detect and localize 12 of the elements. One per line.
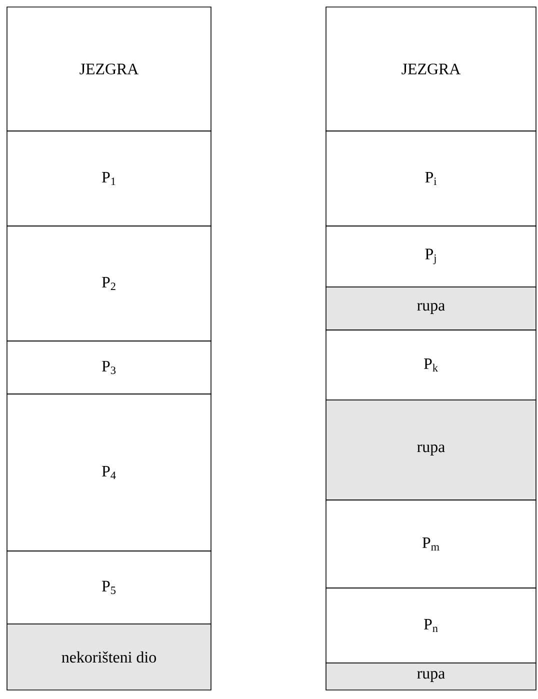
memory-block: P$_{2}$ <box>6 226 212 342</box>
memory-block: P$_{i}$ <box>326 130 536 226</box>
free-block: rupa <box>326 662 536 690</box>
memory-block: P$_{m}$ <box>326 500 536 588</box>
free-block: nekorišteni dio <box>6 624 212 690</box>
memory-block: P$_{3}$ <box>6 340 212 394</box>
free-block: rupa <box>326 400 536 500</box>
memory-block: P$_{1}$ <box>6 130 212 226</box>
free-block: rupa <box>326 286 536 330</box>
memory-block: JEZGRA <box>6 6 212 132</box>
memory-block: JEZGRA <box>326 6 536 132</box>
memory-block: P$_{4}$ <box>6 394 212 552</box>
